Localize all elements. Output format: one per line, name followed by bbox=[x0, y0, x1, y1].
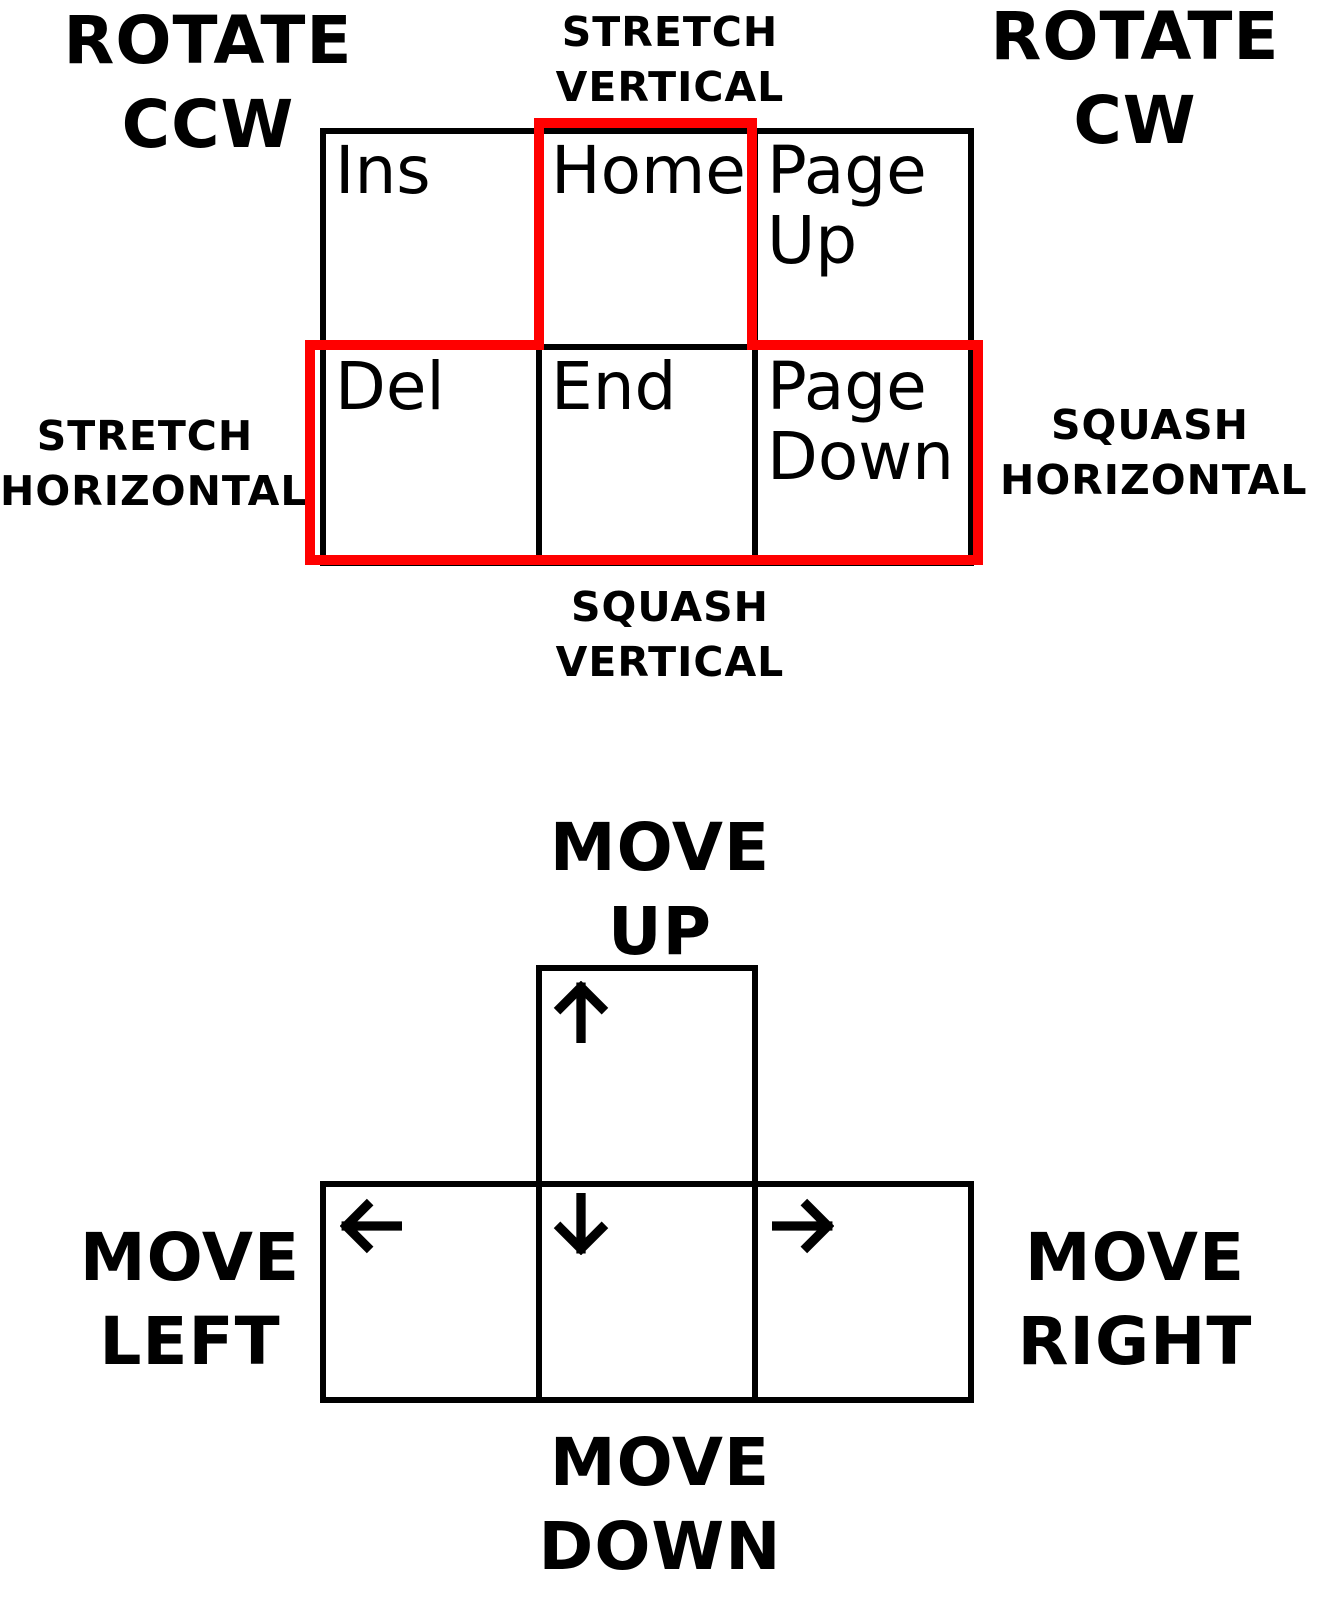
move-down-label: MOVE DOWN bbox=[538, 1424, 782, 1585]
arrow-left-icon bbox=[340, 1198, 402, 1254]
arrow-up-key[interactable] bbox=[536, 965, 758, 1187]
move-right-label: MOVE RIGHT bbox=[1017, 1219, 1253, 1380]
stretch-horizontal-label: STRETCH HORIZONTAL bbox=[0, 412, 308, 515]
squash-vertical-label: SQUASH VERTICAL bbox=[555, 583, 785, 686]
highlight-outline-path bbox=[305, 118, 983, 565]
move-up-label: MOVE UP bbox=[549, 809, 771, 970]
rotate-cw-label: ROTATE CW bbox=[990, 0, 1280, 159]
arrow-up-icon bbox=[553, 981, 609, 1043]
arrow-down-key[interactable] bbox=[536, 1181, 758, 1403]
arrow-right-key[interactable] bbox=[752, 1181, 974, 1403]
arrow-down-icon bbox=[553, 1193, 609, 1255]
end-key[interactable]: End bbox=[536, 344, 758, 566]
page-up-key[interactable]: Page Up bbox=[752, 128, 974, 350]
ins-key[interactable]: Ins bbox=[320, 128, 542, 350]
arrow-right-icon bbox=[772, 1198, 834, 1254]
arrow-left-key[interactable] bbox=[320, 1181, 542, 1403]
stretch-vertical-label: STRETCH VERTICAL bbox=[555, 8, 785, 111]
rotate-ccw-label: ROTATE CCW bbox=[63, 2, 353, 163]
move-left-label: MOVE LEFT bbox=[79, 1219, 301, 1380]
squash-horizontal-label: SQUASH HORIZONTAL bbox=[1000, 401, 1308, 504]
page-down-key[interactable]: Page Down bbox=[752, 344, 974, 566]
